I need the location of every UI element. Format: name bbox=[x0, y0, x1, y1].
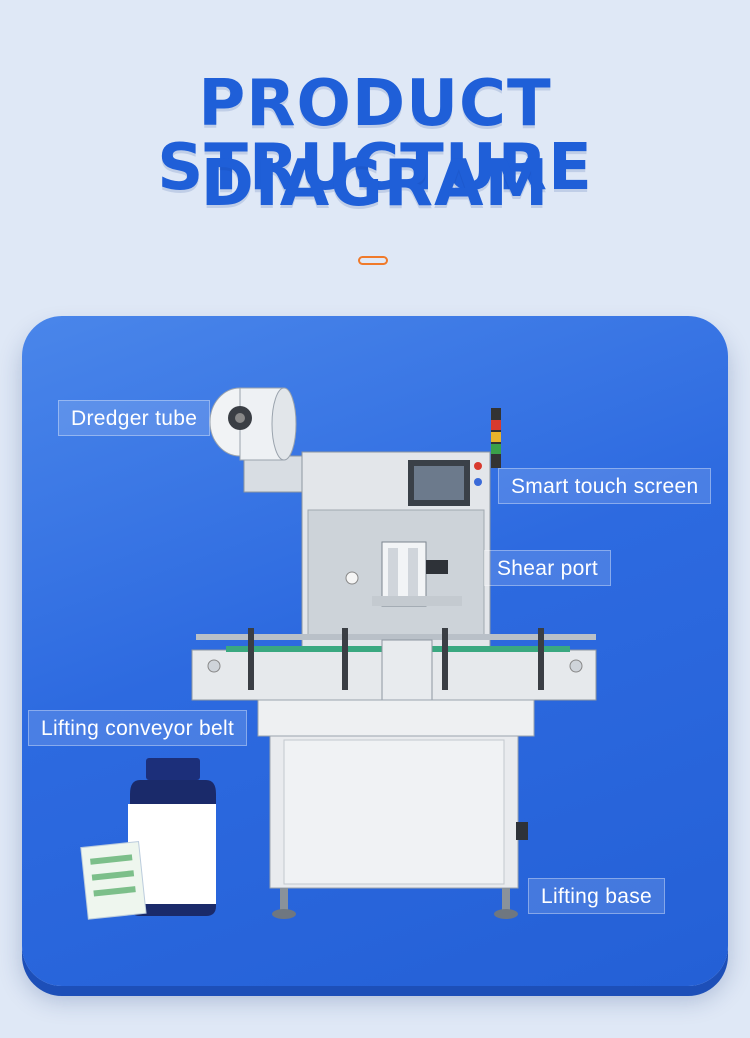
diagram-panel: Dredger tube Smart touch screen Shear po… bbox=[22, 316, 728, 986]
label-lifting-conveyor-belt: Lifting conveyor belt bbox=[28, 710, 248, 746]
desiccant-packets bbox=[80, 841, 147, 920]
foot bbox=[494, 909, 518, 919]
label-lifting-base: Lifting base bbox=[528, 878, 666, 914]
bottle-cap bbox=[146, 758, 200, 780]
foot bbox=[272, 909, 296, 919]
conveyor-rail bbox=[196, 634, 596, 640]
page-title-line-2: DIAGRAM bbox=[200, 147, 550, 221]
table-top bbox=[257, 699, 535, 737]
machine-illustration bbox=[80, 387, 597, 920]
label-smart-touch-screen: Smart touch screen bbox=[498, 468, 712, 504]
label-shear-port: Shear port bbox=[484, 550, 612, 586]
title-accent-divider bbox=[358, 256, 388, 265]
page-title-line-1: PRODUCT STRUCTURE bbox=[157, 67, 593, 205]
label-dredger-tube: Dredger tube bbox=[58, 400, 211, 436]
